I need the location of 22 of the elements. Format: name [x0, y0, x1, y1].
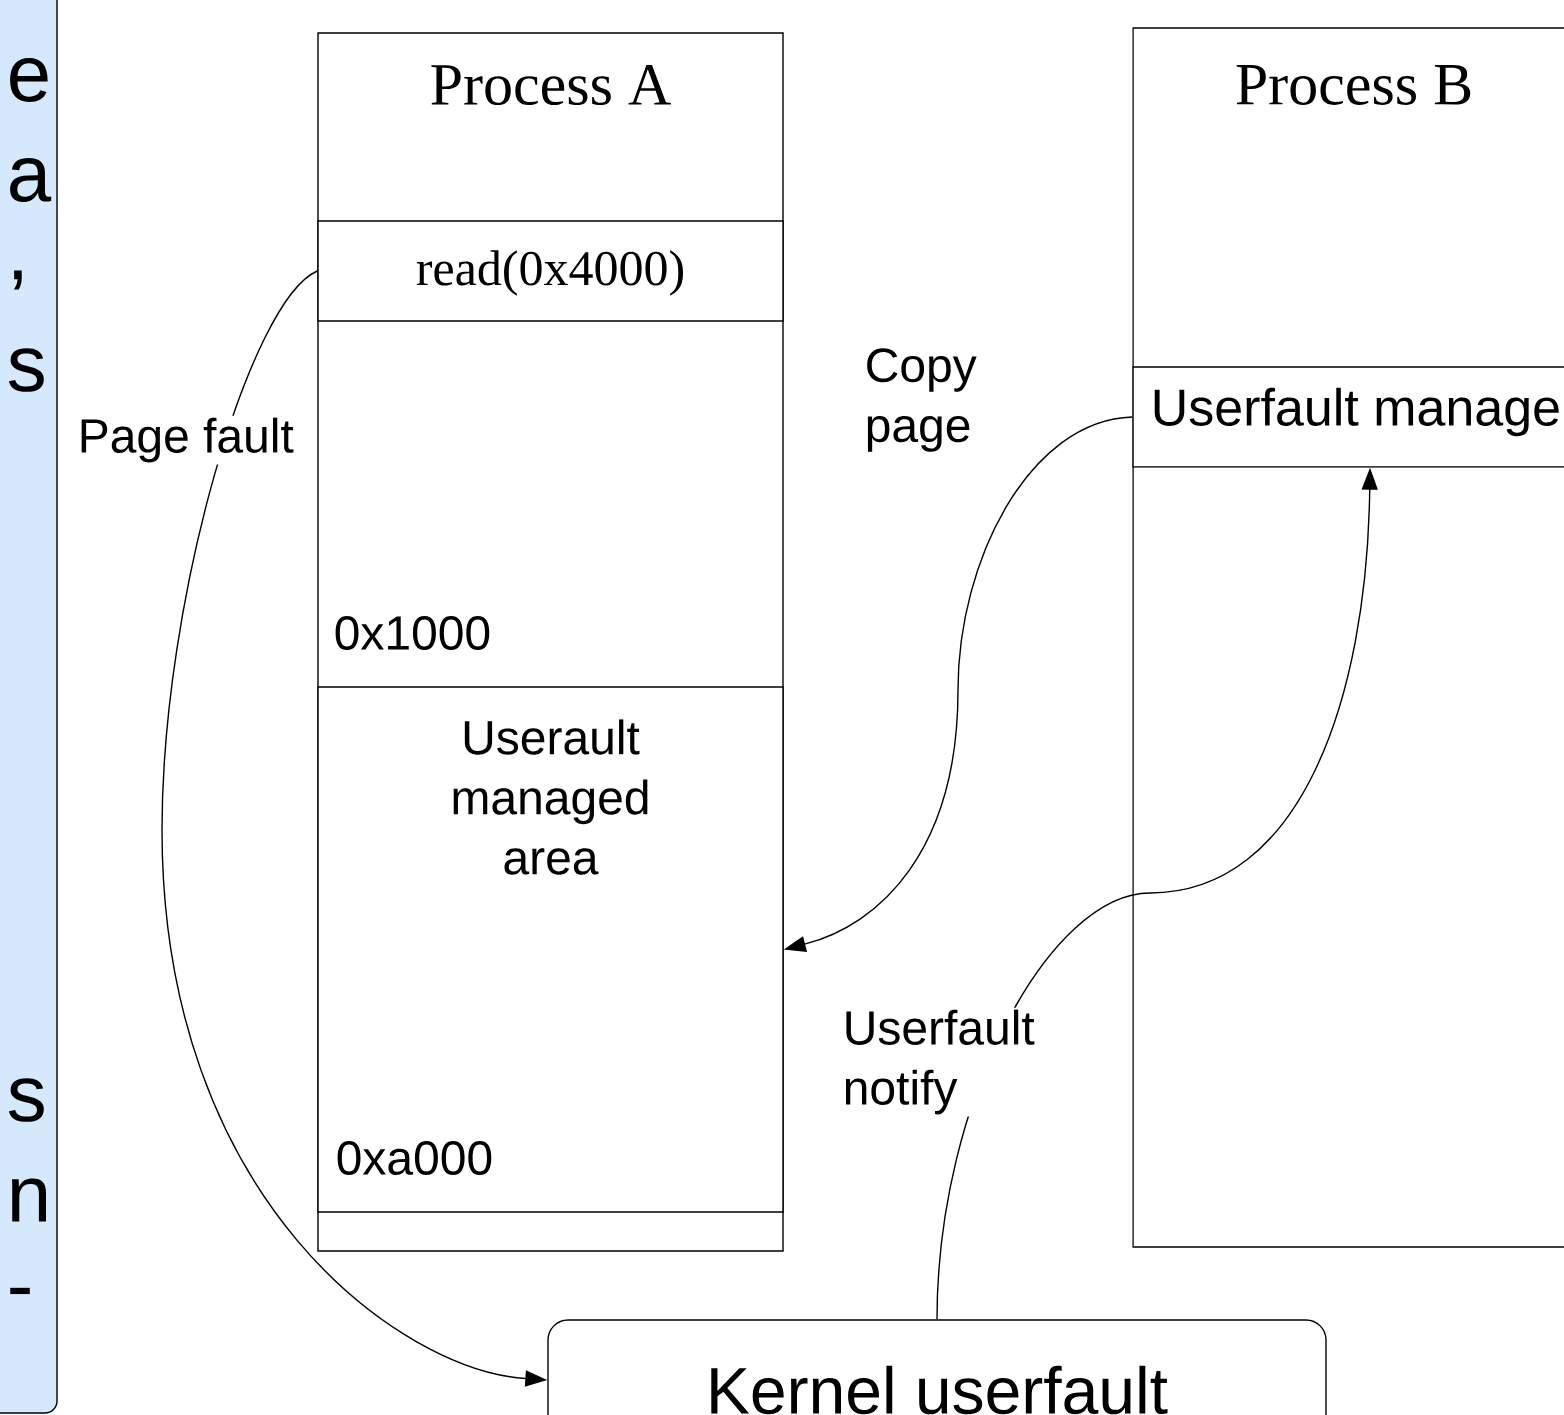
kernel-box [547, 1319, 1327, 1415]
text-fragment: - [10, 1287, 30, 1295]
text-fragment: a [10, 158, 52, 202]
manager-box [1132, 366, 1564, 468]
area-label: Userault managed area [453, 719, 648, 875]
managed-area-box [317, 686, 784, 1213]
text-fragment: s [8, 348, 44, 392]
process-column [1132, 27, 1564, 1248]
memory-slot [317, 220, 784, 322]
box-label: Kernel userfault [711, 1365, 1168, 1415]
text-fragment: e [10, 58, 48, 102]
process-title: Process A [431, 64, 671, 106]
edge-label: Copy page [862, 346, 1007, 454]
edge-label: Page fault [75, 415, 296, 465]
box-label: Userfault manage [1154, 387, 1559, 437]
text-fragment: , [13, 270, 22, 290]
text-fragment: n [12, 1178, 46, 1222]
address-label: 0xa000 [337, 1141, 492, 1175]
text-fragment: s [8, 1078, 44, 1122]
call-label: read(0x4000) [416, 250, 683, 296]
edge-label: Userfault notify [840, 1007, 1069, 1117]
process-title: Process B [1236, 65, 1471, 105]
